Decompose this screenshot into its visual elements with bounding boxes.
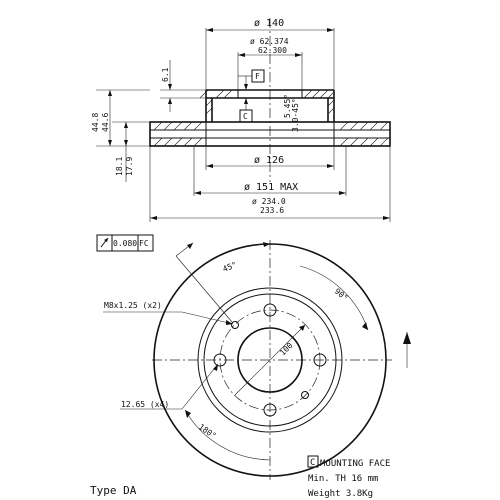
dim-d126: ø 126 (254, 155, 284, 166)
dim-d140: ø 140 (254, 18, 284, 29)
type-label: Type DA (90, 484, 137, 497)
info-c-box (307, 455, 319, 468)
dim-d2336: 233.6 (260, 206, 284, 215)
front-pcd: 100 (278, 341, 295, 358)
datum-c-label: C (243, 112, 248, 121)
front-angle-90: 90° (333, 287, 350, 303)
runout-tolerance: 0.080 FC (96, 234, 154, 252)
info-c-label: C (310, 458, 315, 468)
front-view: 100 45° 90° 180° M8x1.25 (x2) 12.65 (x4) (103, 240, 411, 480)
dim-d62300: 62.300 (258, 46, 287, 55)
datum-c-box (239, 109, 253, 123)
bolt-circle (219, 309, 321, 411)
front-thread-label: M8x1.25 (x2) (104, 301, 162, 310)
bolt-hole-right (313, 353, 327, 367)
center-bore (237, 327, 303, 393)
front-angle-45: 45° (221, 260, 238, 274)
disc-hat-outer (197, 287, 343, 433)
friction-ring (149, 121, 391, 147)
bolt-hole-bottom (263, 403, 277, 417)
info-weight: Weight 3.8Kg (308, 489, 373, 499)
chamfer-545: 5.45° (283, 94, 292, 118)
info-mounting-face: MOUNTING FACE (320, 459, 390, 469)
bolt-hole-left (213, 353, 227, 367)
tolerance-ref: FC (139, 239, 149, 248)
disc-hat-inner (203, 293, 337, 427)
tolerance-value: 0.080 (113, 239, 137, 248)
info-block: C MOUNTING FACE Min. TH 16 mm Weight 3.8… (307, 455, 390, 499)
dim-h179: 17.9 (125, 157, 134, 176)
front-bolt-hole-label: 12.65 (x4) (121, 400, 169, 409)
ring-hatching (153, 121, 389, 147)
thread-hole-1 (231, 321, 239, 329)
section-view: ø 140 ø 62.374 62.300 F C 6.1 4 (91, 18, 391, 222)
dim-h446: 44.6 (101, 113, 110, 132)
hat-hatching (199, 89, 335, 115)
dim-h181: 18.1 (115, 157, 124, 176)
dim-d2340: ø 234.0 (252, 197, 286, 206)
info-min-th: Min. TH 16 mm (308, 474, 378, 484)
bolt-hole-top (263, 303, 277, 317)
chamfer-30: 3.0-45° (291, 98, 300, 132)
datum-f-box (251, 69, 265, 83)
dim-d62374: ø 62.374 (250, 37, 289, 46)
dim-d151: ø 151 MAX (244, 182, 298, 193)
dim-h61: 6.1 (161, 67, 170, 82)
dim-h448: 44.8 (91, 113, 100, 132)
thread-hole-2 (301, 391, 309, 399)
front-angle-180: 180° (197, 422, 218, 440)
datum-f-label: F (255, 72, 260, 81)
